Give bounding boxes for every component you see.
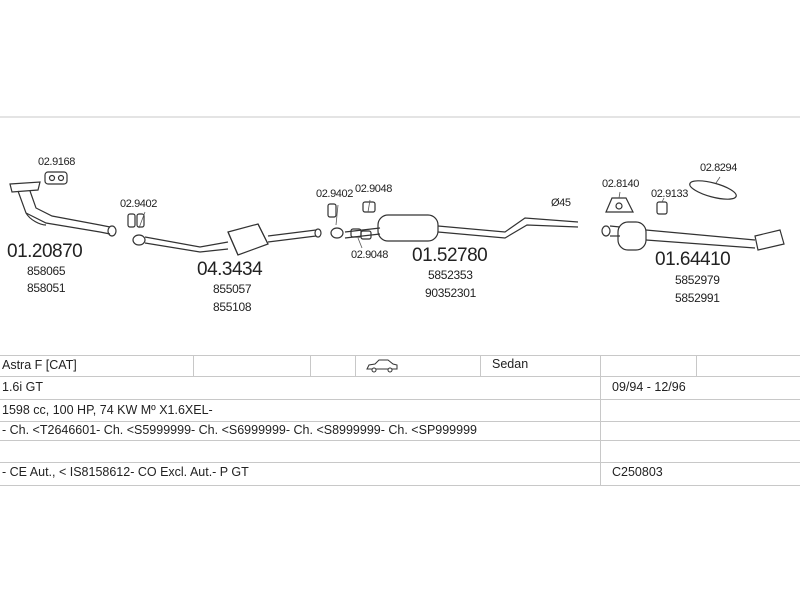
part-ref-rear-silencer-1: 5852979 <box>675 273 720 287</box>
part-ref-catalyst-1: 855057 <box>213 282 252 296</box>
part-ref-middle-silencer-2: 90352301 <box>425 286 476 300</box>
table-row-divider <box>0 462 800 463</box>
clamp-1 <box>127 213 146 246</box>
ring <box>689 180 737 200</box>
table-col-divider <box>600 355 601 485</box>
part-label-ring: 02.8294 <box>700 162 737 174</box>
catalyst <box>144 223 322 256</box>
part-label-hanger-1: 02.9048 <box>355 183 392 195</box>
downpipe <box>9 181 117 237</box>
production-years: 09/94 - 12/96 <box>612 380 686 394</box>
part-label-rear-silencer: 01.64410 <box>655 249 731 270</box>
table-row-divider <box>0 399 800 400</box>
car-icon <box>366 359 398 373</box>
table-border-bottom <box>0 485 800 486</box>
part-label-gasket-top: 02.9168 <box>38 156 75 168</box>
diameter-note: Ø45 <box>551 197 571 209</box>
table-row-divider <box>0 421 800 422</box>
table-row-divider <box>0 376 800 377</box>
part-label-clamp-1: 02.9402 <box>120 198 157 210</box>
part-ref-rear-silencer-2: 5852991 <box>675 291 720 305</box>
rubber-mount-1 <box>605 197 634 213</box>
clamp-2 <box>327 203 344 239</box>
part-ref-catalyst-2: 855108 <box>213 300 252 314</box>
table-col-divider <box>480 355 481 376</box>
part-label-rubber-2: 02.9133 <box>651 188 688 200</box>
model-name: Astra F [CAT] <box>2 358 77 372</box>
exhaust-diagram <box>0 116 800 256</box>
fitment-notes: - CE Aut., < IS8158612- CO Excl. Aut.- P… <box>2 465 249 479</box>
engine-variant: 1.6i GT <box>2 380 43 394</box>
system-code: C250803 <box>612 465 663 479</box>
table-border-top <box>0 355 800 356</box>
part-label-middle-silencer: 01.52780 <box>412 245 488 266</box>
table-col-divider <box>193 355 194 376</box>
table-col-divider <box>355 355 356 376</box>
part-ref-downpipe-2: 858051 <box>27 281 66 295</box>
part-label-hanger-2: 02.9048 <box>351 249 388 261</box>
chassis-range: - Ch. <T2646601- Ch. <S5999999- Ch. <S69… <box>2 423 477 437</box>
rubber-mount-2 <box>656 201 668 215</box>
table-col-divider <box>696 355 697 376</box>
table-col-divider <box>310 355 311 376</box>
engine-spec: 1598 cc, 100 HP, 74 KW Mº X1.6XEL- <box>2 403 213 417</box>
part-ref-middle-silencer-1: 5852353 <box>428 268 473 282</box>
part-label-clamp-2: 02.9402 <box>316 188 353 200</box>
part-label-catalyst: 04.3434 <box>197 259 263 280</box>
middle-silencer <box>344 214 579 242</box>
hanger-1 <box>362 201 376 213</box>
part-label-rubber-1: 02.8140 <box>602 178 639 190</box>
rear-silencer <box>601 221 785 251</box>
gasket-top <box>44 171 68 185</box>
table-row-divider <box>0 440 800 441</box>
body-type: Sedan <box>492 357 529 371</box>
part-ref-downpipe-1: 858065 <box>27 264 66 278</box>
part-label-downpipe: 01.20870 <box>7 241 83 262</box>
